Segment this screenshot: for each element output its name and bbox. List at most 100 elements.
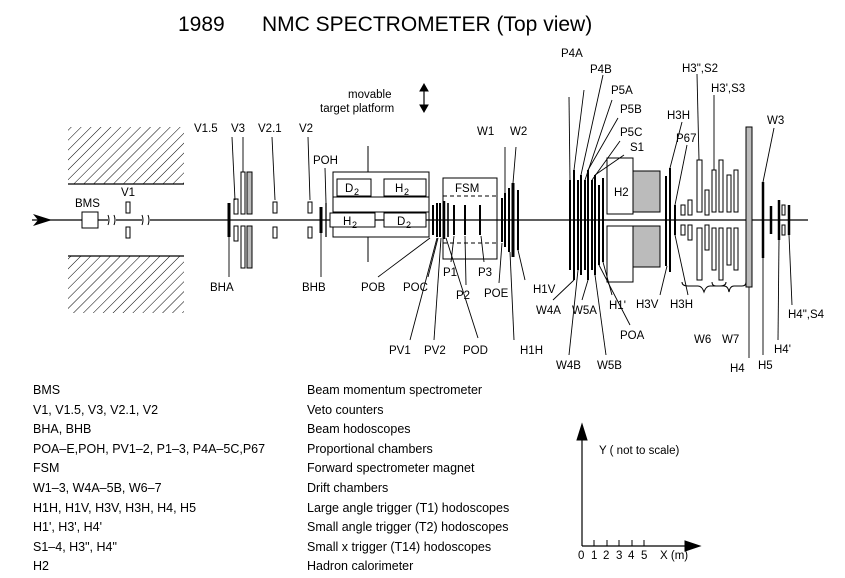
v3-counter xyxy=(240,171,246,215)
svg-text:2: 2 xyxy=(354,187,359,197)
label-h5: H5 xyxy=(758,360,773,372)
label-bms: BMS xyxy=(75,198,100,210)
label-w5a: W5A xyxy=(572,305,597,317)
target-d2-upper: D xyxy=(345,183,353,195)
label-w2: W2 xyxy=(510,126,527,138)
w6-brace-icon xyxy=(681,281,727,294)
label-bha: BHA xyxy=(210,282,234,294)
label-p5a: P5A xyxy=(611,85,633,97)
legend-key: BMS xyxy=(33,383,61,397)
title-year: 1989 xyxy=(178,13,225,36)
label-w6: W6 xyxy=(694,334,711,346)
legend-key: W1–3, W4A–5B, W6–7 xyxy=(33,480,162,495)
label-poe: POE xyxy=(484,288,509,300)
upstream-shield-top xyxy=(68,127,184,184)
label-v1-5: V1.5 xyxy=(194,123,218,135)
label-p2: P2 xyxy=(456,290,470,302)
scale-x-label: X (m) xyxy=(660,550,688,562)
label-w4b: W4B xyxy=(556,360,581,372)
label-w7: W7 xyxy=(722,334,739,346)
legend-key: V1, V1.5, V3, V2.1, V2 xyxy=(33,402,159,417)
w7-brace-icon xyxy=(711,281,747,293)
v2-1-counter xyxy=(272,201,278,214)
legend-row: H1H, H1V, H3V, H3H, H4, H5 Large angle tr… xyxy=(33,499,593,519)
label-h4p: H4' xyxy=(774,344,791,356)
label-p1: P1 xyxy=(443,267,457,279)
legend-key: H1', H3', H4' xyxy=(33,520,102,535)
beam-arrow-icon xyxy=(33,214,52,226)
scale-tick-2: 2 xyxy=(603,550,609,562)
v2-counter xyxy=(307,201,313,214)
bms-box xyxy=(81,211,99,229)
poc-chambers xyxy=(432,201,449,239)
target-h2-lower: H xyxy=(343,216,351,228)
fsm-label: FSM xyxy=(455,183,479,195)
label-h1p: H1' xyxy=(609,300,626,312)
label-w5b: W5B xyxy=(597,360,622,372)
scale-tick-0: 0 xyxy=(578,550,584,562)
svg-text:2: 2 xyxy=(406,220,411,230)
label-v1: V1 xyxy=(121,187,135,199)
legend-value: Small angle trigger (T2) hodoscopes xyxy=(307,520,509,535)
label-h3h-top: H3H xyxy=(667,110,690,122)
label-pod: POD xyxy=(463,345,488,357)
legend-row: H1', H3', H4' Small angle trigger (T2) ho… xyxy=(33,518,593,538)
legend-value: Forward spectrometer magnet xyxy=(307,461,475,476)
svg-text:2: 2 xyxy=(352,220,357,230)
upstream-shield-bottom xyxy=(68,256,184,313)
scale-tick-3: 3 xyxy=(616,550,622,562)
label-h3p-s3: H3',S3 xyxy=(711,83,745,95)
platform-note-line1: movable xyxy=(348,89,391,101)
label-v3: V3 xyxy=(231,123,245,135)
h3-hodoscopes xyxy=(665,168,676,272)
scale-tick-5: 5 xyxy=(641,550,647,562)
fsm-magnet xyxy=(442,177,498,260)
legend-value: Large angle trigger (T1) hodoscopes xyxy=(307,500,510,515)
label-p67: P67 xyxy=(676,133,696,145)
label-h4pp-s4: H4",S4 xyxy=(788,309,825,321)
legend-value: Small x trigger (T14) hodoscopes xyxy=(307,539,492,554)
label-poh: POH xyxy=(313,155,338,167)
leader-lines xyxy=(228,73,793,358)
beam-break-icon xyxy=(107,214,150,226)
p4-p5-w4-w5-chambers xyxy=(569,170,604,280)
scale-tick-1: 1 xyxy=(591,550,597,562)
svg-text:2: 2 xyxy=(404,187,409,197)
scale-tick-4: 4 xyxy=(628,550,635,562)
label-pv2: PV2 xyxy=(424,345,446,357)
label-v2: V2 xyxy=(299,123,313,135)
legend-key: H2 xyxy=(33,559,49,574)
label-s1: S1 xyxy=(630,142,644,154)
label-h1h: H1H xyxy=(520,345,543,357)
label-h3h-bottom: H3H xyxy=(670,299,693,311)
scale-y-label: Y ( not to scale) xyxy=(599,445,679,457)
label-w3: W3 xyxy=(767,115,784,127)
label-p4b: P4B xyxy=(590,64,612,76)
p1-p3-chambers xyxy=(453,205,481,235)
target-platform xyxy=(329,146,430,262)
label-pob: POB xyxy=(361,282,386,294)
diagram-title: NMC SPECTROMETER (Top view) xyxy=(262,13,592,36)
label-p5c: P5C xyxy=(620,127,642,139)
legend-key: FSM xyxy=(33,461,60,476)
v1-counter xyxy=(125,201,131,214)
legend-value: Proportional chambers xyxy=(307,441,433,456)
legend-key: H1H, H1V, H3V, H3H, H4, H5 xyxy=(33,500,197,515)
label-p5b: P5B xyxy=(620,104,642,116)
label-p4a: P4A xyxy=(561,48,583,60)
label-v2-1: V2.1 xyxy=(258,123,282,135)
updown-arrow-icon xyxy=(419,82,429,114)
legend-key: POA–E,POH, PV1–2, P1–3, P4A–5C,P67 xyxy=(33,441,266,456)
w6-w7-chambers xyxy=(680,159,739,281)
label-poa: POA xyxy=(620,330,645,342)
label-w1: W1 xyxy=(477,126,494,138)
target-d2-lower: D xyxy=(397,216,405,228)
h2-label: H2 xyxy=(614,187,629,199)
h2-calorimeter xyxy=(606,157,634,215)
label-poc: POC xyxy=(403,282,428,294)
